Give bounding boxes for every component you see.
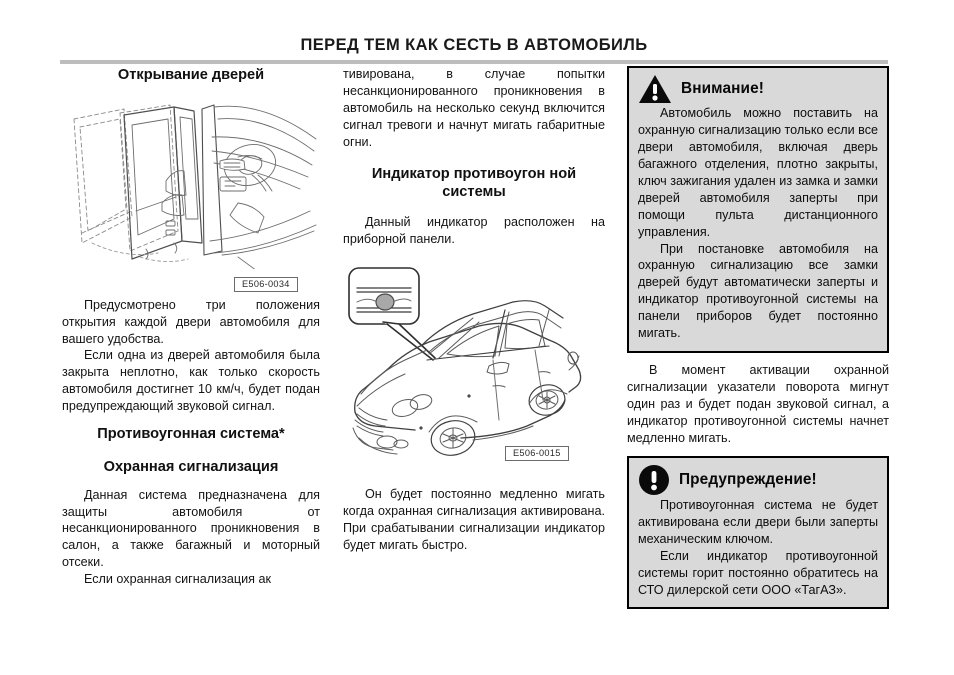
- figure-code-left: E506-0034: [234, 276, 298, 292]
- middle-column: тивирована, в случае попытки несанкциони…: [343, 66, 605, 554]
- warning-triangle-icon: [639, 75, 671, 103]
- left-column: Открывание дверей: [62, 66, 320, 588]
- page-title: ПЕРЕД ТЕМ КАК СЕСТЬ В АВТОМОБИЛЬ: [300, 36, 648, 54]
- paragraph-indicator-location: Данный индикатор расположен на приборной…: [343, 215, 605, 246]
- attention-notice-header: Внимание!: [638, 74, 878, 104]
- figure-code-middle: E506-0015: [505, 445, 569, 461]
- paragraph-door-positions: Предусмотрено три положения открытия каж…: [62, 297, 320, 346]
- caution-notice-paragraph-2: Если индикатор противоугонной системы го…: [638, 548, 878, 597]
- sedan-illustration: [348, 267, 582, 456]
- attention-notice-title: Внимание!: [681, 80, 764, 97]
- caution-notice-title: Предупреждение!: [679, 470, 817, 488]
- right-column: Внимание! Автомобиль можно поставить на …: [627, 66, 889, 610]
- paragraph-alarm-activation: В момент активации охранной сигнализации…: [627, 363, 889, 445]
- door-positions-illustration: [73, 104, 317, 269]
- figure-indicator-location: E506-0015: [343, 262, 605, 462]
- attention-notice-box: Внимание! Автомобиль можно поставить на …: [627, 66, 889, 354]
- paragraph-alarm-purpose: Данная система предназначена для защиты …: [62, 487, 320, 570]
- exclamation-circle-icon: [639, 464, 669, 495]
- caution-notice-header: Предупреждение!: [638, 464, 878, 496]
- paragraph-indicator-behavior: Он будет постоянно медленно мигать когда…: [343, 486, 605, 552]
- paragraph-alarm-continued: Если охранная сигнализация ак: [84, 572, 271, 587]
- paragraph-door-ajar-warning: Если одна из дверей автомобиля была закр…: [62, 348, 320, 414]
- attention-notice-paragraph-1: Автомобиль можно поставить на охранную с…: [638, 106, 879, 239]
- attention-notice-paragraph-2: При постановке автомобиля на охранную си…: [638, 241, 878, 341]
- header-divider: [60, 60, 888, 64]
- figure-door-positions: E506-0034: [62, 91, 320, 292]
- heading-opening-doors: Открывание дверей: [117, 67, 265, 83]
- caution-notice-paragraph-1: Противоугонная система не будет активиро…: [638, 497, 878, 546]
- caution-notice-box: Предупреждение! Противоугонная система н…: [627, 455, 889, 610]
- heading-security-alarm: Охранная сигнализация: [103, 458, 279, 475]
- paragraph-alarm-trigger: тивирована, в случае попытки несанкциони…: [343, 67, 605, 149]
- heading-antitheft-indicator: Индикатор противоугон ной системы: [371, 165, 577, 201]
- heading-antitheft-system: Противоугонная система*: [97, 426, 285, 443]
